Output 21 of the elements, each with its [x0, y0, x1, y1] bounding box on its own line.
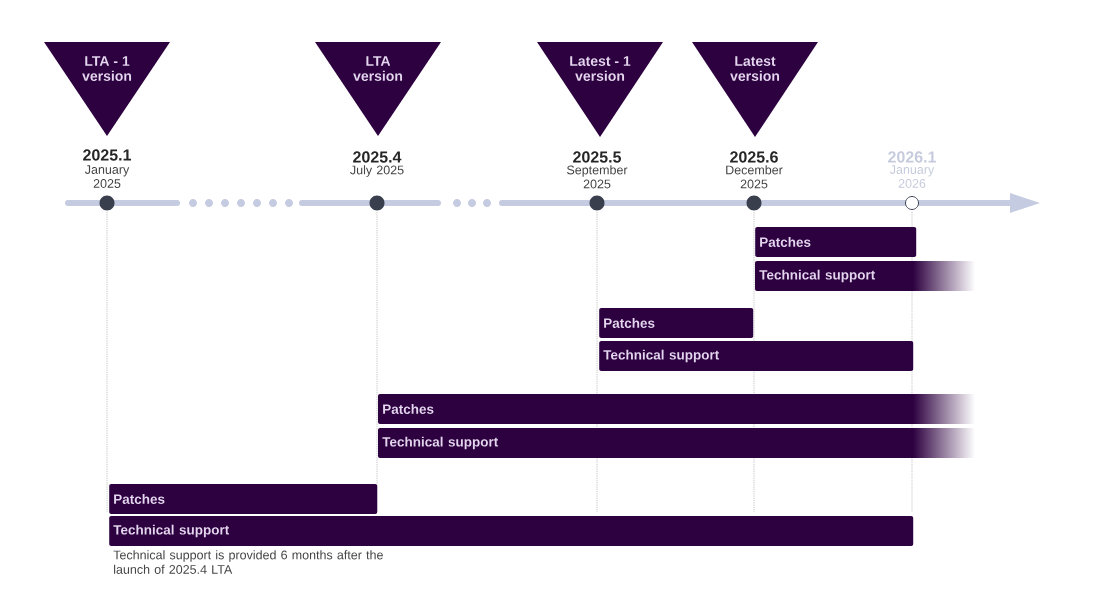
support-bar: Technical support — [755, 261, 975, 291]
node-label: Patches — [114, 494, 165, 504]
support-bar: Technical support — [109, 516, 914, 546]
note-text: Technical support is provided 6 months after the launch of 2025.4 LTA — [113, 550, 383, 574]
support-bar: Technical support — [378, 428, 975, 458]
support-bar: Patches — [109, 484, 378, 514]
version-triangle: Latest - 1 version — [537, 42, 663, 137]
version-triangle: LTA - 1 version — [44, 42, 170, 136]
support-bar: Patches — [755, 227, 917, 257]
release-date: July 2025 — [350, 165, 404, 177]
version-triangle: Latest version — [692, 42, 818, 137]
support-bar: Patches — [599, 308, 754, 338]
version-number: 2025.4 — [353, 151, 402, 163]
release-date: January 2026 — [889, 165, 935, 188]
support-bar: Technical support — [599, 341, 914, 371]
release-date: September 2025 — [567, 165, 628, 189]
version-number: 2026.1 — [888, 151, 936, 163]
release-date: December 2025 — [726, 165, 783, 189]
version-triangle: LTA version — [315, 42, 441, 136]
support-bar: Patches — [378, 394, 975, 424]
release-date: January 2025 — [84, 165, 130, 188]
